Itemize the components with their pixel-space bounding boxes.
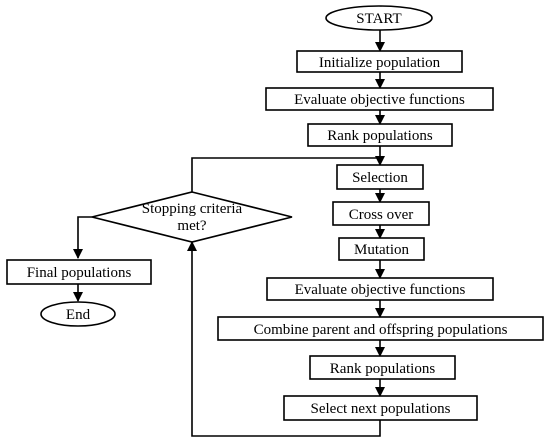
evaluate-objective-node-2: Evaluate objective functions xyxy=(266,277,494,301)
rank-populations-node-2: Rank populations xyxy=(309,355,456,380)
mutation-node: Mutation xyxy=(338,237,425,261)
rank-populations-node-1: Rank populations xyxy=(307,123,453,147)
select-next-populations-label: Select next populations xyxy=(311,401,451,417)
initialize-population-node: Initialize population xyxy=(296,50,463,73)
selection-node: Selection xyxy=(336,164,424,190)
stopping-criteria-decision: Stopping criteria met? xyxy=(91,191,293,243)
combine-populations-node: Combine parent and offspring populations xyxy=(217,316,544,341)
arrow-decision-to-final xyxy=(73,216,92,259)
evaluate-objective-label-2: Evaluate objective functions xyxy=(295,282,466,298)
rank-populations-label-1: Rank populations xyxy=(327,128,433,144)
selection-label: Selection xyxy=(352,170,408,186)
arrow-select-next-to-decision xyxy=(187,241,381,437)
initialize-population-label: Initialize population xyxy=(319,55,441,71)
crossover-node: Cross over xyxy=(332,201,430,226)
final-populations-label: Final populations xyxy=(27,265,132,281)
evaluate-objective-label-1: Evaluate objective functions xyxy=(294,92,465,108)
crossover-label: Cross over xyxy=(349,207,414,223)
end-node: End xyxy=(40,301,116,327)
end-label: End xyxy=(66,307,91,323)
select-next-populations-node: Select next populations xyxy=(283,395,478,421)
evaluate-objective-node-1: Evaluate objective functions xyxy=(265,87,494,111)
start-node: START xyxy=(325,5,433,31)
decision-label-line1: Stopping criteria xyxy=(142,201,243,217)
connectors xyxy=(73,30,385,437)
rank-populations-label-2: Rank populations xyxy=(330,361,436,377)
combine-populations-label: Combine parent and offspring populations xyxy=(254,322,508,338)
mutation-label: Mutation xyxy=(354,242,409,258)
decision-label-line2: met? xyxy=(177,218,206,234)
arrow-decision-to-selection xyxy=(191,157,380,192)
start-label: START xyxy=(356,11,401,27)
final-populations-node: Final populations xyxy=(6,259,152,285)
